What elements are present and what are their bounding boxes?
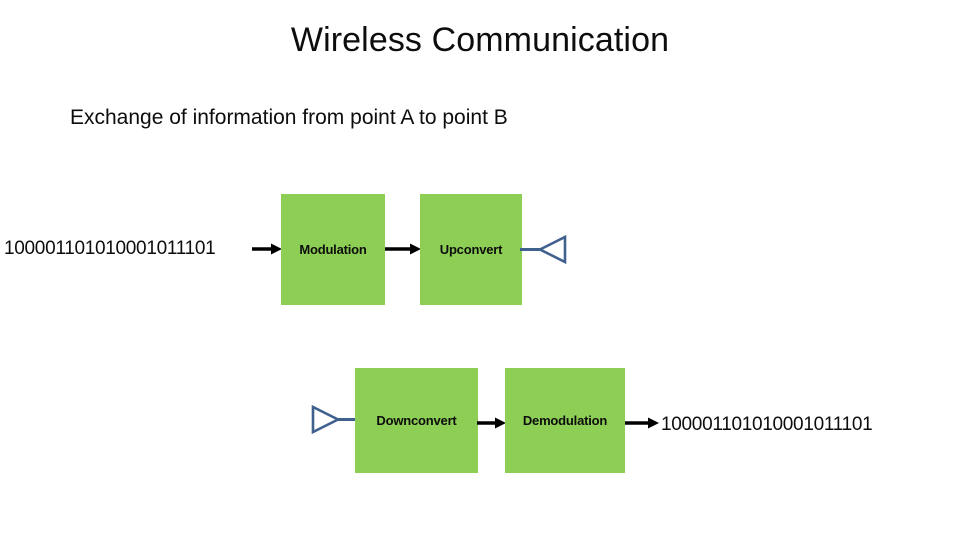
output-binary-string: 100001101010001011101 (661, 414, 873, 435)
arrow-input-to-modulation (252, 241, 282, 257)
input-binary-string: 100001101010001011101 (4, 238, 216, 259)
block-modulation-label: Modulation (299, 242, 367, 257)
slide-subtitle: Exchange of information from point A to … (70, 106, 508, 129)
arrow-modulation-to-upconvert (385, 241, 421, 257)
arrow-demodulation-to-output (625, 415, 659, 431)
transmit-antenna-icon (520, 230, 570, 270)
block-downconvert-label: Downconvert (376, 413, 457, 428)
page-title: Wireless Communication (290, 21, 670, 59)
block-downconvert[interactable]: Downconvert (355, 368, 478, 473)
block-upconvert[interactable]: Upconvert (420, 194, 522, 305)
block-upconvert-label: Upconvert (439, 242, 503, 257)
block-demodulation-label: Demodulation (522, 413, 608, 428)
arrow-downconvert-to-demodulation (477, 415, 506, 431)
receive-antenna-icon (310, 400, 358, 440)
block-demodulation[interactable]: Demodulation (505, 368, 625, 473)
block-modulation[interactable]: Modulation (281, 194, 385, 305)
